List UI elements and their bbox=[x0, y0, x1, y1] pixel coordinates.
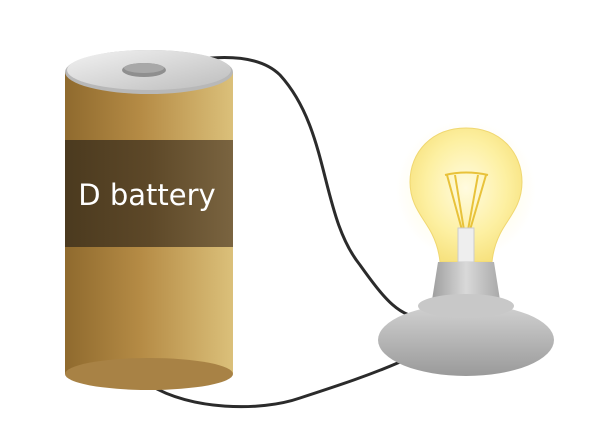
battery-bottom bbox=[65, 358, 233, 390]
top-wire bbox=[148, 56, 427, 320]
bulb-socket bbox=[432, 262, 500, 300]
battery-label-band bbox=[65, 140, 233, 247]
bottom-wire bbox=[148, 360, 402, 409]
battery-label: D battery bbox=[78, 178, 215, 212]
d-battery: D battery bbox=[65, 50, 233, 390]
light-bulb bbox=[378, 120, 554, 376]
filament bbox=[444, 171, 489, 231]
bulb-stand-top bbox=[418, 294, 514, 318]
battery-terminal-top bbox=[124, 63, 164, 73]
filament-stem bbox=[457, 227, 475, 263]
wires bbox=[148, 56, 427, 409]
bulb-stand bbox=[378, 304, 554, 376]
